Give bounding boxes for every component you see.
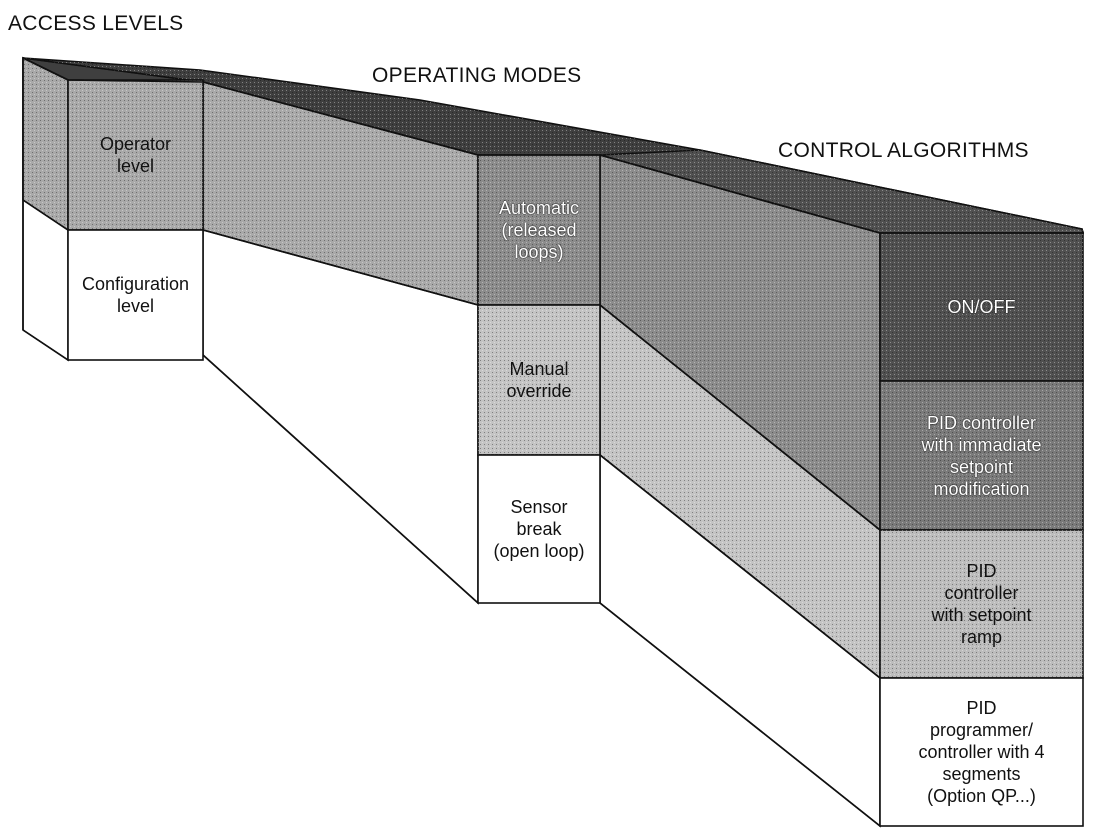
box-sensor-break	[477, 454, 601, 604]
label-automatic: Automatic (released loops)	[498, 198, 580, 262]
header-operating-modes: OPERATING MODES	[372, 64, 582, 87]
band-operator-to-automatic-texture	[203, 82, 478, 305]
label-operator-level: Operator level	[99, 134, 172, 176]
box-automatic-texture	[478, 155, 600, 305]
band-automatic-to-immediate-texture	[600, 155, 880, 530]
label-pid-immediate: PID controller with immadiate setpoint m…	[921, 412, 1042, 499]
label-pid-programmer: PID programmer/ controller with 4 segmen…	[918, 698, 1045, 806]
label-pid-ramp: PID controller with setpoint ramp	[931, 561, 1032, 647]
label-on-off: ON/OFF	[947, 297, 1016, 317]
label-sensor-break: Sensor break (open loop)	[493, 497, 585, 561]
header-control-algorithms: CONTROL ALGORITHMS	[778, 139, 1029, 162]
label-manual-override: Manual override	[506, 359, 572, 401]
band-onoff-roof-texture	[600, 150, 1083, 233]
box-pid-immediate-texture	[880, 381, 1083, 530]
box-configuration-level	[67, 229, 204, 361]
box-pid-programmer	[879, 677, 1084, 827]
box-pid-ramp-texture	[880, 530, 1083, 678]
band-manual-to-ramp-texture	[600, 305, 880, 678]
label-configuration-level: Configuration level	[81, 274, 190, 316]
access-levels-side-operator-texture	[23, 58, 68, 230]
prism-outlines	[22, 57, 1083, 827]
box-operator-level-texture	[68, 80, 203, 230]
box-manual-override-texture	[478, 305, 600, 455]
header-access-levels: ACCESS LEVELS	[8, 12, 184, 35]
box-on-off-texture	[880, 233, 1083, 381]
